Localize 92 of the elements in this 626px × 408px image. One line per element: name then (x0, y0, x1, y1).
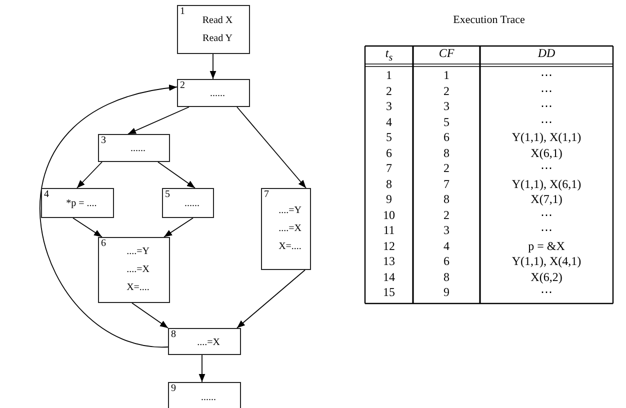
table-cell-text: 6 (442, 130, 450, 145)
table-cell-text: 7 (385, 161, 393, 176)
column-header: DD (536, 46, 556, 61)
table-cell-text: X(7,1) (530, 192, 564, 207)
table-cell-text: X(6,2) (530, 270, 564, 284)
table-cell-text: 2 (442, 161, 450, 176)
table-cell-text: 4 (385, 114, 393, 130)
basic-block (98, 134, 170, 162)
table-cell-text: 6 (442, 254, 450, 269)
table-cell-text: 15 (382, 285, 396, 300)
arrow (158, 162, 196, 188)
block-number: 7 (264, 189, 269, 201)
table-cell-text: Y(1,1), X(6,1) (510, 176, 582, 192)
statement: ...... (209, 88, 226, 100)
table-cell-text: ⋯ (540, 68, 554, 83)
table-cell-text: Y(1,1), X(4,1) (510, 254, 582, 269)
basic-block (41, 188, 114, 218)
table-cell-text: 9 (442, 285, 450, 300)
table-cell-text: 9 (385, 192, 393, 207)
table-cell-text: ⋯ (540, 114, 554, 130)
table-cell-text: 3 (385, 99, 393, 114)
statement: ...... (184, 198, 200, 210)
table-cell-text: 8 (442, 270, 450, 284)
table-cell-text: 3 (442, 99, 450, 114)
table-cell-text: 10 (382, 208, 396, 222)
arrow (76, 162, 102, 188)
statement: ....=Y (126, 246, 150, 258)
table-cell-text: 8 (385, 176, 393, 192)
statement: ...... (200, 392, 217, 404)
table-cell-text: ⋯ (540, 99, 554, 114)
block-number: 9 (171, 383, 176, 395)
arrow (164, 218, 194, 238)
table-cell-text: 8 (442, 192, 450, 207)
statement: X=.... (278, 241, 302, 253)
table-cell-text: 2 (442, 84, 450, 98)
basic-block (177, 5, 250, 54)
table-cell-text: 7 (442, 176, 450, 192)
arrow (236, 270, 306, 328)
statement: Read Y (202, 32, 234, 44)
column-header: t$_{s}$ (384, 46, 394, 66)
block-number: 5 (165, 189, 170, 201)
table-cell-text: 1 (385, 68, 393, 83)
table-cell-text: 12 (382, 238, 396, 254)
table-cell-text: 2 (442, 208, 450, 222)
table-cell-text: ⋯ (540, 285, 554, 300)
table-cell-text: 13 (382, 254, 396, 269)
arrow (128, 106, 190, 134)
table-cell-text: 6 (385, 146, 393, 160)
column-header: CF (438, 46, 456, 61)
table-title: Execution Trace (452, 14, 526, 26)
basic-block (98, 237, 170, 303)
arrow (236, 106, 306, 188)
table-cell-text: p = &X (527, 238, 566, 254)
table-cell-text: 2 (385, 84, 393, 98)
table-cell-text: 5 (385, 130, 393, 145)
statement: *p = .... (65, 198, 98, 210)
table-cell-text: ⋯ (540, 161, 554, 176)
table-cell-text: 3 (442, 223, 450, 238)
block-number: 2 (180, 80, 185, 92)
block-number: 4 (44, 189, 49, 201)
basic-block (168, 382, 241, 408)
block-number: 1 (180, 6, 185, 18)
statement: ...... (130, 143, 146, 155)
block-number: 6 (101, 238, 106, 250)
basic-block (177, 79, 250, 107)
table-cell-text: ⋯ (540, 223, 554, 238)
statement: X=.... (126, 282, 150, 294)
arrow (210, 54, 216, 80)
table-cell-text: Y(1,1), X(1,1) (510, 130, 582, 145)
statement: ....=X (126, 264, 150, 276)
table-cell-text: ⋯ (540, 84, 554, 98)
table-cell-text: 5 (442, 114, 450, 130)
statement: Read X (201, 14, 234, 26)
statement: ....=X (278, 223, 302, 235)
block-number: 3 (101, 135, 106, 147)
table-cell-text: 14 (382, 270, 396, 284)
basic-block (168, 328, 241, 355)
arrow (132, 302, 168, 328)
table-cell-text: X(6,1) (530, 146, 564, 160)
basic-block (261, 188, 311, 270)
basic-block (162, 188, 214, 218)
arrow (198, 354, 206, 382)
table-cell-text: 1 (442, 68, 450, 83)
arrow (72, 218, 102, 238)
arrow (40, 85, 178, 348)
table-cell-text: 11 (382, 223, 396, 238)
table-cell-text: 4 (442, 238, 450, 254)
statement: ....=X (196, 336, 221, 348)
statement: ....=Y (278, 205, 302, 217)
block-number: 8 (171, 329, 176, 341)
table-cell-text: ⋯ (540, 208, 554, 222)
table-cell-text: 8 (442, 146, 450, 160)
